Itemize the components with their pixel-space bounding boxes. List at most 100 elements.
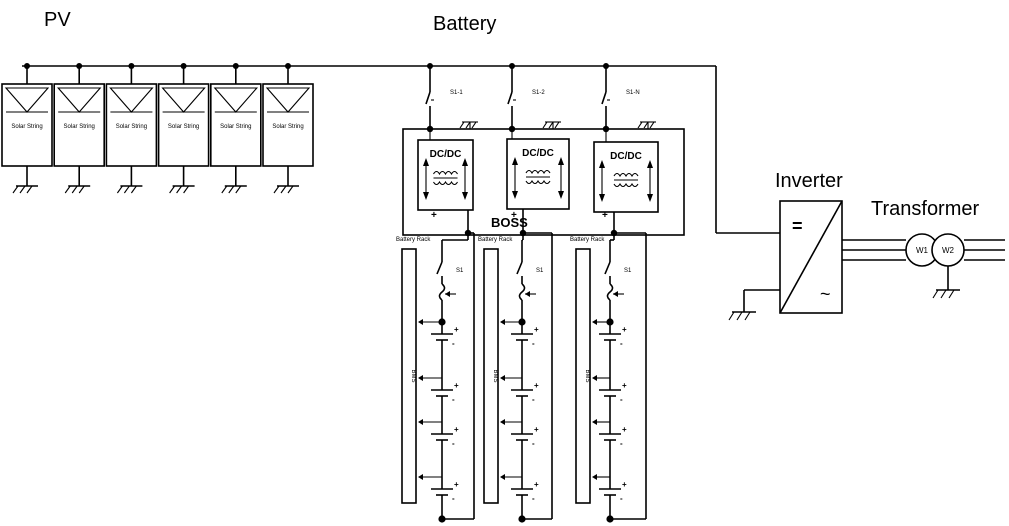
cell-minus-label: -: [452, 439, 455, 448]
battery-branches: S1-1DC/DC+Battery RackBMSS1+-+-+-+-S1-2D…: [396, 63, 659, 523]
polarity-label: +: [511, 210, 517, 221]
cell-plus-label: +: [454, 381, 459, 390]
pv-title: PV: [44, 9, 71, 31]
battery-cell: +-: [418, 375, 459, 404]
branch-switch: [601, 91, 610, 129]
bms-label: BMS: [410, 369, 416, 382]
inverter: = ~: [728, 200, 843, 321]
branch-switch-label: S1-1: [450, 90, 463, 96]
cell-plus-label: +: [454, 425, 459, 434]
pv-array: Solar String Solar String Solar String Sola…: [1, 63, 314, 194]
pv-cell-icon: [161, 87, 206, 113]
dc-dc-converter: DC/DC: [506, 138, 570, 210]
ground-icon: [116, 185, 143, 194]
bidirectional-arrow-icon: [599, 160, 605, 202]
branch-switch: [425, 91, 434, 129]
cell-minus-label: -: [620, 494, 623, 503]
solar-string: Solar String: [262, 63, 314, 194]
ground-icon: [169, 185, 195, 194]
rack-switch-label: S1: [536, 268, 544, 274]
cell-minus-label: -: [532, 494, 535, 503]
bms-label: BMS: [492, 369, 498, 382]
battery-title: Battery: [433, 13, 496, 35]
solar-string-label: Solar String: [220, 124, 251, 130]
cell-plus-label: +: [454, 325, 459, 334]
inverter-title: Inverter: [775, 170, 843, 192]
polarity-label: +: [431, 210, 437, 221]
pv-cell-icon: [109, 87, 154, 113]
boss-enclosure: [402, 128, 685, 236]
bidirectional-arrow-icon: [512, 157, 518, 199]
solar-panel: [53, 83, 106, 167]
battery-cell: +-: [418, 319, 459, 348]
w1-label: W1: [916, 246, 929, 255]
battery-cell: +-: [500, 375, 539, 404]
branch-switch-label: S1-2: [532, 90, 545, 96]
cell-minus-label: -: [532, 439, 535, 448]
w2-label: W2: [942, 246, 955, 255]
pv-cell-icon: [213, 87, 259, 113]
bms-sense-arrow: [500, 419, 505, 425]
branch-switch-label: S1-N: [626, 90, 640, 96]
bms-sense-arrow: [500, 375, 505, 381]
pv-cell-icon: [4, 87, 50, 113]
battery-rack-label: Battery Rack: [396, 237, 431, 243]
dc-bus: [22, 65, 780, 234]
inverter-diagonal: [779, 200, 843, 314]
fuse-icon: [518, 283, 526, 301]
fuse-icon: [438, 283, 446, 301]
battery-cell: +-: [500, 419, 539, 448]
ground-icon: [12, 185, 38, 194]
rack-switch-label: S1: [456, 268, 464, 274]
battery-rack-label: Battery Rack: [478, 237, 513, 243]
solar-string-label: Solar String: [64, 124, 95, 130]
bms-sense-arrow: [592, 375, 597, 381]
solar-string-label: Solar String: [272, 124, 303, 130]
bidirectional-arrow-icon: [423, 158, 429, 200]
cell-plus-label: +: [622, 381, 627, 390]
bms-panel: [575, 248, 591, 504]
inverter-dc-symbol: =: [792, 216, 803, 236]
battery-cell: +-: [418, 419, 459, 448]
cell-plus-label: +: [534, 425, 539, 434]
cell-minus-label: -: [620, 439, 623, 448]
bms-panel: [483, 248, 499, 504]
solar-string: Solar String: [53, 63, 106, 194]
ground-icon: [221, 185, 247, 194]
bms-label: BMS: [584, 369, 590, 382]
solar-string-label: Solar String: [11, 124, 42, 130]
ground-icon: [64, 185, 91, 194]
bms-sense-arrow: [418, 419, 423, 425]
pv-cell-icon: [265, 87, 311, 113]
polarity-label: +: [602, 210, 608, 221]
solar-string: Solar String: [210, 63, 262, 194]
solar-string: Solar String: [105, 63, 158, 194]
bidirectional-arrow-icon: [647, 160, 653, 202]
rack-switch-label: S1: [624, 268, 632, 274]
bms-sense-arrow: [592, 419, 597, 425]
ground-icon: [273, 185, 299, 194]
transformer-coil-icon: [525, 169, 551, 185]
battery-cell: +-: [500, 474, 539, 503]
solar-panel: [210, 83, 262, 167]
transformer-title: Transformer: [871, 198, 980, 220]
cell-plus-label: +: [622, 425, 627, 434]
cell-minus-label: -: [620, 395, 623, 404]
dc-dc-converter: DC/DC: [593, 141, 659, 213]
battery-cell: +-: [418, 474, 459, 503]
transformer-coil-icon: [613, 172, 639, 188]
cell-minus-label: -: [452, 395, 455, 404]
solar-panel: [157, 83, 210, 167]
bidirectional-arrow-icon: [558, 157, 564, 199]
bms-sense-arrow: [418, 474, 423, 480]
transformer: W1 W2: [842, 233, 1005, 299]
cell-minus-label: -: [452, 494, 455, 503]
solar-string: Solar String: [1, 63, 53, 194]
bms-sense-arrow: [418, 375, 423, 381]
cell-plus-label: +: [534, 480, 539, 489]
